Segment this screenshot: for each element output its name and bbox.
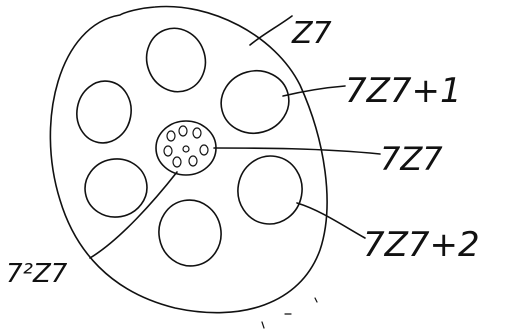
label-outer-disc: Z7	[291, 16, 332, 51]
leader-top-right-coset	[283, 86, 345, 96]
stray-mark-1	[262, 322, 264, 328]
leader-center-coset	[214, 148, 380, 154]
leader-outer-disc	[250, 16, 292, 45]
label-lower-right-coset: 7Z7+2	[363, 225, 480, 265]
coset-oval-bottom	[154, 195, 227, 271]
label-center-coset: 7Z7	[380, 140, 443, 178]
coset-oval-top	[138, 20, 214, 100]
inner-sub-ovals	[164, 126, 208, 167]
coset-oval-lower-left	[80, 154, 151, 222]
coset-oval-upper-left	[72, 77, 136, 147]
label-top-right-coset: 7Z7+1	[345, 71, 462, 111]
coset-oval-top-right	[214, 63, 296, 140]
coset-oval-right	[233, 151, 308, 229]
leader-lower-right-coset	[297, 203, 365, 238]
stray-mark-3	[315, 298, 317, 302]
label-inner-disc: 7²Z7	[6, 259, 68, 289]
